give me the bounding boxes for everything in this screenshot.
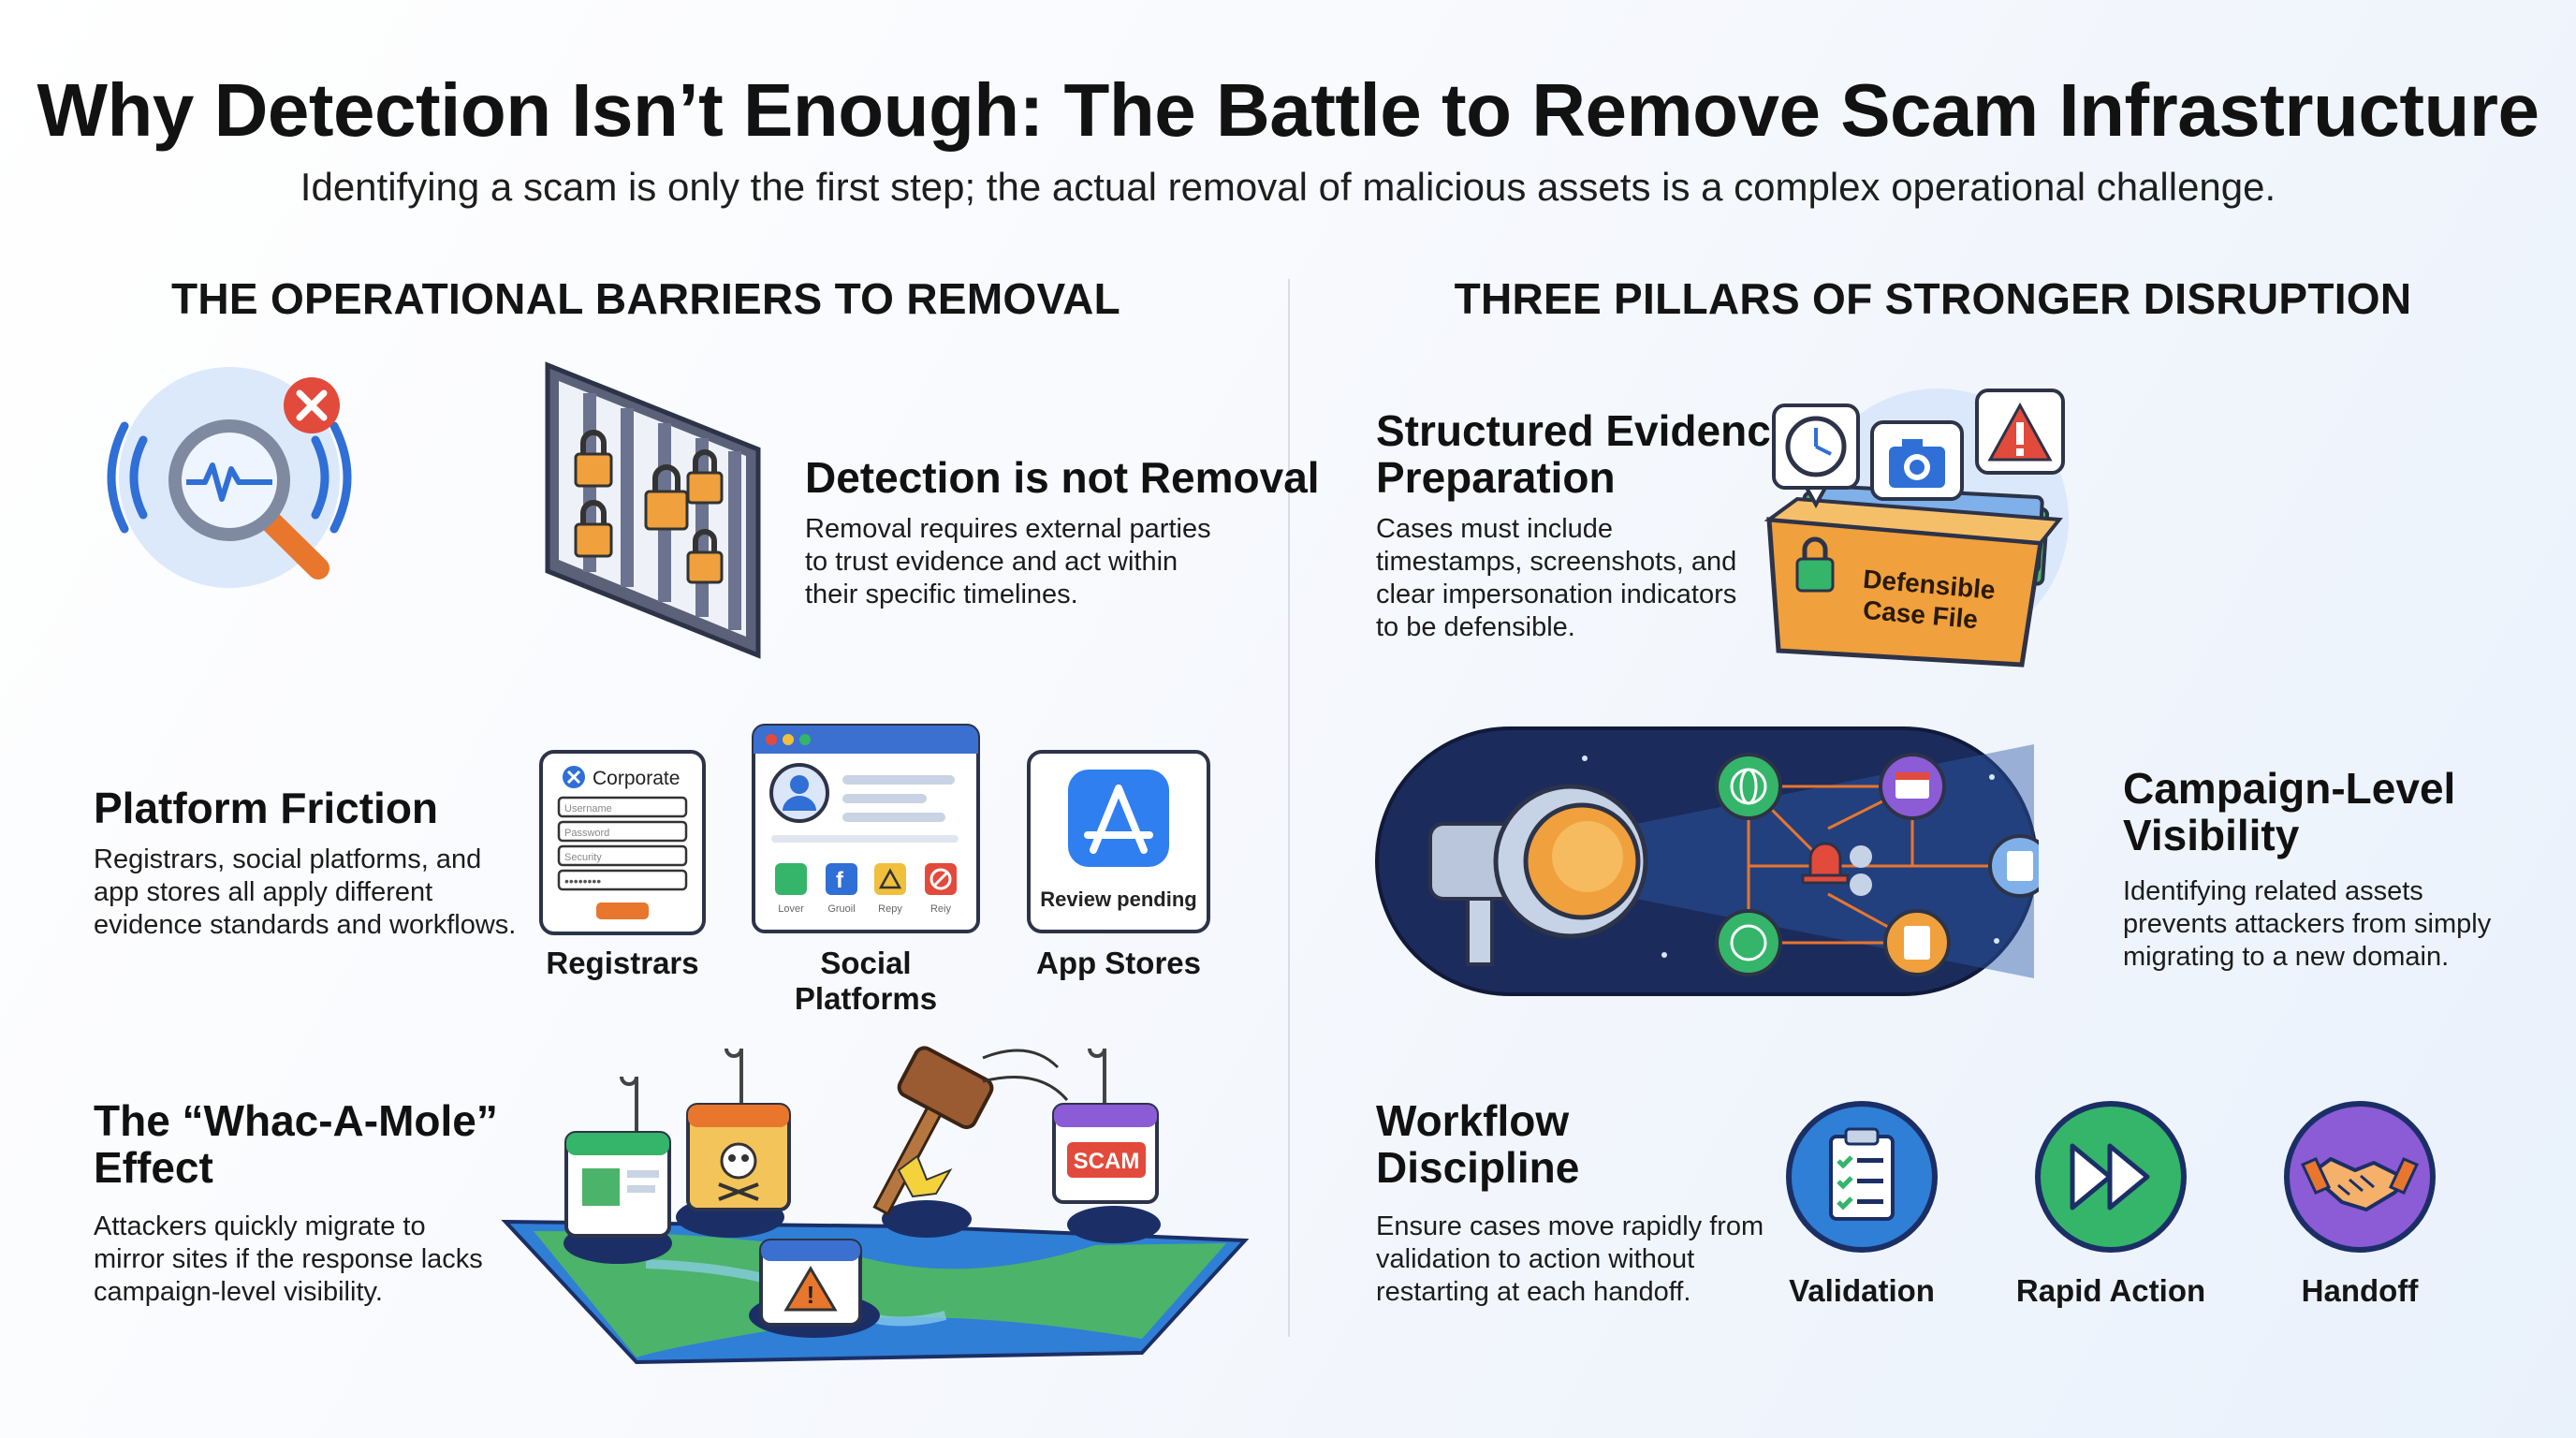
- locked-bars-icon: [545, 361, 761, 659]
- handoff-label: Handoff: [2301, 1273, 2419, 1308]
- campaign-text-2: prevents attackers from simply: [2123, 909, 2492, 939]
- evidence-title-1: Structured Evidence: [1376, 406, 1795, 455]
- registrars-label: Registrars: [546, 946, 699, 980]
- evidence-text-1: Cases must include: [1376, 514, 1614, 544]
- corporate-label: Corporate: [593, 768, 680, 789]
- social-icon-label-1: Lover: [778, 903, 804, 915]
- campaign-text-1: Identifying related assets: [2123, 876, 2423, 906]
- svg-text:••••••••: ••••••••: [564, 873, 601, 888]
- handoff-handshake-icon: [2284, 1101, 2436, 1253]
- mole-text-3: campaign-level visibility.: [94, 1277, 383, 1307]
- case-file-box-icon: Defensible Case File: [1764, 389, 2069, 668]
- workflow-text-1: Ensure cases move rapidly from: [1376, 1211, 1764, 1241]
- workflow-title-1: Workflow: [1376, 1096, 1570, 1145]
- mole-title-2: Effect: [94, 1143, 213, 1192]
- campaign-title-2: Visibility: [2123, 811, 2300, 859]
- evidence-text-3: clear impersonation indicators: [1376, 580, 1737, 609]
- mole-text-1: Attackers quickly migrate to: [94, 1211, 426, 1241]
- right-section-heading: THREE PILLARS OF STRONGER DISRUPTION: [1454, 274, 2412, 323]
- evidence-text-2: timestamps, screenshots, and: [1376, 547, 1737, 577]
- detection-text-3: their specific timelines.: [805, 580, 1078, 609]
- social-icon-label-3: Repy: [878, 903, 902, 915]
- app-store-card: Review pending: [1027, 750, 1210, 933]
- social-icon-label-2: Gruoil: [827, 903, 855, 915]
- friction-text-1: Registrars, social platforms, and: [94, 844, 482, 874]
- evidence-title-2: Preparation: [1376, 453, 1616, 502]
- app-stores-label: App Stores: [1035, 946, 1202, 980]
- social-platforms-label: Social Platforms: [794, 946, 938, 1016]
- social-icon-label-4: Reiy: [930, 903, 952, 915]
- social-platform-window: f Lover Gruoil Repy Reiy: [752, 724, 980, 933]
- svg-text:f: f: [836, 868, 844, 893]
- review-pending-text: Review pending: [1040, 888, 1196, 911]
- workflow-text-3: restarting at each handoff.: [1376, 1277, 1691, 1307]
- workflow-text-2: validation to action without: [1376, 1244, 1695, 1274]
- detection-title: Detection is not Removal: [805, 453, 1320, 502]
- mole-text-2: mirror sites if the response lacks: [94, 1244, 483, 1274]
- evidence-text-4: to be defensible.: [1376, 612, 1575, 642]
- username-label: Username: [564, 803, 612, 814]
- rapid-action-label: Rapid Action: [2015, 1273, 2206, 1308]
- campaign-text-3: migrating to a new domain.: [2123, 942, 2450, 972]
- validation-clipboard-icon: [1786, 1101, 1938, 1253]
- scam-label: SCAM: [1074, 1149, 1140, 1174]
- campaign-title-1: Campaign-Level: [2123, 764, 2456, 813]
- friction-text-2: app stores all apply different: [94, 877, 433, 907]
- workflow-title-2: Discipline: [1376, 1143, 1580, 1192]
- validation-label: Validation: [1789, 1273, 1935, 1308]
- svg-text:!: !: [807, 1281, 815, 1309]
- detection-text-2: to trust evidence and act within: [805, 547, 1178, 577]
- mole-title-1: The “Whac-A-Mole”: [94, 1096, 498, 1145]
- campaign-network-telescope: [1375, 726, 2039, 996]
- detection-text-1: Removal requires external parties: [805, 514, 1211, 544]
- whac-a-mole-illustration: ! SCAM: [501, 1046, 1250, 1365]
- column-divider: [1288, 279, 1290, 1337]
- password-label: Password: [564, 828, 609, 839]
- magnifier-alert-icon: [107, 367, 352, 588]
- left-section-heading: THE OPERATIONAL BARRIERS TO REMOVAL: [170, 274, 1121, 323]
- friction-text-3: evidence standards and workflows.: [94, 910, 517, 940]
- security-label: Security: [564, 852, 602, 863]
- page-title: Why Detection Isn’t Enough: The Battle t…: [37, 68, 2539, 152]
- friction-title: Platform Friction: [94, 784, 439, 832]
- rapid-action-icon: [2035, 1101, 2187, 1253]
- page-subtitle: Identifying a scam is only the first ste…: [300, 165, 2276, 209]
- registrar-login-form: Corporate Username Password Security •••…: [539, 750, 706, 935]
